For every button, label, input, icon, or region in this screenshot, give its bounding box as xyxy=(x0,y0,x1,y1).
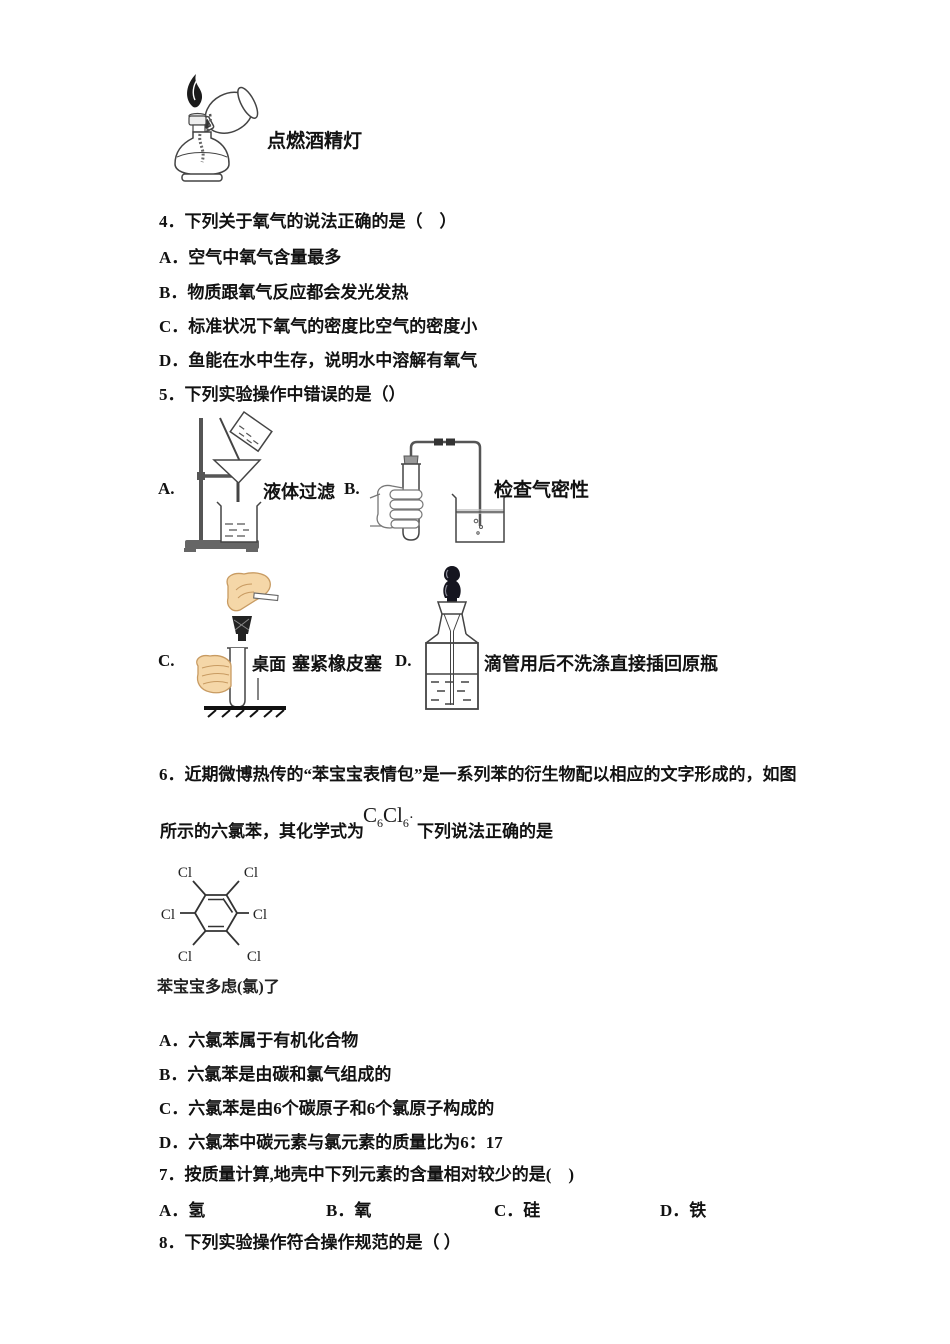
option-7b: B．氧 xyxy=(326,1201,372,1220)
figure-5b-caption: 检查气密性 xyxy=(494,480,590,501)
option-4a: A．空气中氧气含量最多 xyxy=(159,248,342,267)
option-6b: B．六氯苯是由碳和氯气组成的 xyxy=(159,1065,392,1084)
question-7: 7．按质量计算,地壳中下列元素的含量相对较少的是( ) xyxy=(159,1165,575,1184)
airtightness-figure xyxy=(369,418,510,548)
cl-label-bottom-left: Cl xyxy=(178,949,192,965)
upper-hand xyxy=(226,572,271,612)
figure-5c-caption: 塞紧橡皮塞 xyxy=(292,654,382,674)
dropper-bottle-figure xyxy=(423,564,481,714)
option-4d: D．鱼能在水中生存，说明水中溶解有氧气 xyxy=(159,351,478,370)
question-6-line2-post: 下列说法正确的是 xyxy=(417,822,553,841)
figure-5d-label: D. xyxy=(395,651,412,670)
figure-5c-label: C. xyxy=(158,651,175,670)
question-6-line2-pre: 所示的六氯苯，其化学式为 xyxy=(160,822,364,841)
cl-label-right: Cl xyxy=(253,907,267,923)
option-6a: A．六氯苯属于有机化合物 xyxy=(159,1031,359,1050)
option-6c: C．六氯苯是由6个碳原子和6个氯原子构成的 xyxy=(159,1099,495,1118)
question-8: 8．下列实验操作符合操作规范的是（ ） xyxy=(159,1233,461,1252)
figure-5a-label: A. xyxy=(158,479,175,498)
option-4b: B．物质跟氧气反应都会发光发热 xyxy=(159,283,409,302)
dropper-bulb xyxy=(443,566,461,598)
option-4c: C．标准状况下氧气的密度比空气的密度小 xyxy=(159,317,478,336)
filtration-drawing xyxy=(184,410,273,552)
question-5: 5．下列实验操作中错误的是（） xyxy=(159,385,406,404)
flame-icon xyxy=(187,74,203,108)
cl-label-bottom-right: Cl xyxy=(247,949,261,965)
lamp-caption: 点燃酒精灯 xyxy=(267,131,363,152)
option-6d: D．六氯苯中碳元素与氯元素的质量比为6：17 xyxy=(159,1133,503,1152)
figure-5d-caption: 滴管用后不洗涤直接插回原瓶 xyxy=(484,654,718,674)
benzene-meme-caption: 苯宝宝多虑(氯)了 xyxy=(157,979,280,996)
benzene-structure-figure: Cl Cl Cl Cl Cl Cl xyxy=(157,854,277,968)
stopper-drawing: 桌面 xyxy=(196,572,286,718)
figure-5a-caption: 液体过滤 xyxy=(263,482,335,502)
filtration-figure xyxy=(184,410,312,554)
question-6-line1: 6．近期微博热传的“苯宝宝表情包”是一系列苯的衍生物配以相应的文字形成的，如图 xyxy=(159,765,797,784)
cl-label-left: Cl xyxy=(161,907,175,923)
airtightness-drawing xyxy=(369,438,509,543)
cl-label-top-right: Cl xyxy=(244,865,258,881)
alcohol-lamp-drawing xyxy=(174,74,259,182)
option-7c: C．硅 xyxy=(494,1201,541,1220)
stopper-figure: 桌面 xyxy=(194,570,344,718)
alcohol-lamp-figure xyxy=(162,72,272,192)
option-7a: A．氢 xyxy=(159,1201,206,1220)
table-surface-label: 桌面 xyxy=(252,655,286,674)
hexachlorobenzene-formula: C6Cl6· xyxy=(363,803,414,831)
dropper-bottle-drawing xyxy=(425,566,479,710)
option-7d: D．铁 xyxy=(660,1201,707,1220)
cl-label-top-left: Cl xyxy=(178,865,192,881)
figure-5b-label: B. xyxy=(344,479,360,498)
benzene-structure-drawing: Cl Cl Cl Cl Cl Cl xyxy=(161,865,267,965)
question-4: 4．下列关于氧气的说法正确的是（ ） xyxy=(159,212,457,231)
